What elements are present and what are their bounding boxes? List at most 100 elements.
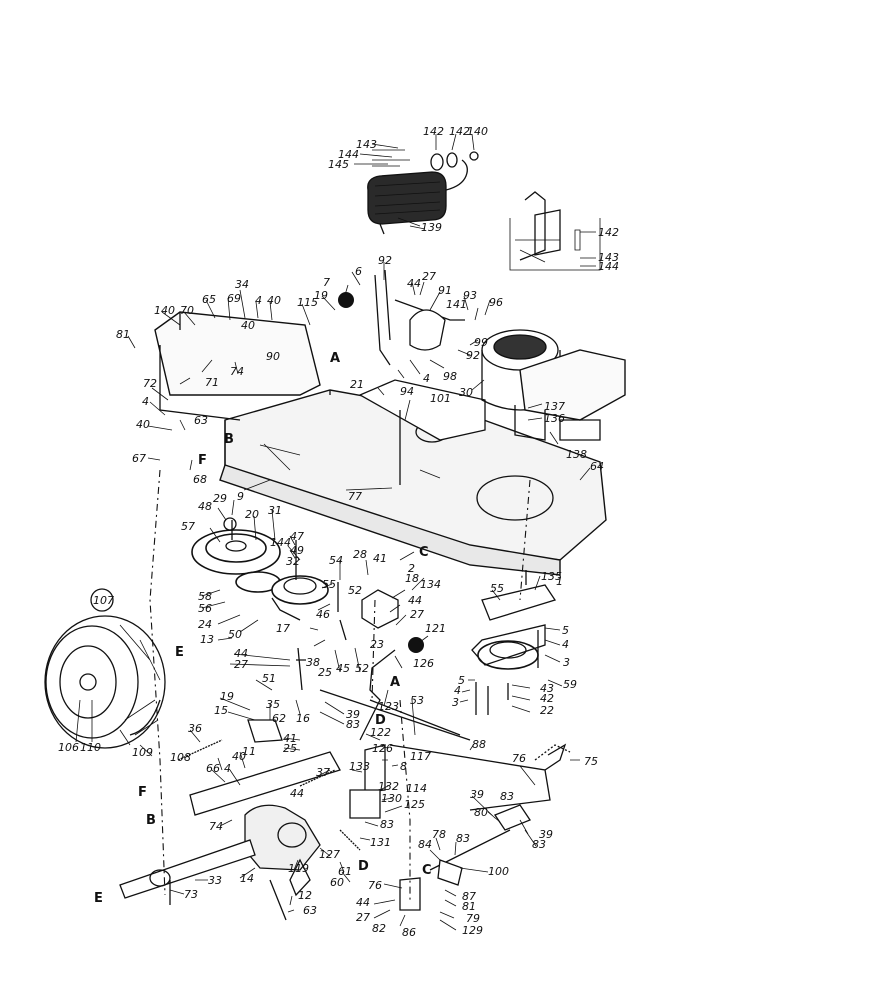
part-label: 94 xyxy=(400,385,414,398)
part-label: 4 xyxy=(255,294,262,307)
part-label: 83 xyxy=(346,718,360,731)
part-label: 27 xyxy=(422,270,436,283)
main-frame xyxy=(154,311,607,576)
part-label: 91 xyxy=(438,284,452,297)
inset-detail xyxy=(509,191,601,271)
part-label: 144 xyxy=(338,148,359,161)
part-label: 49 xyxy=(290,544,304,557)
part-label: 136 xyxy=(544,412,565,425)
part-label: 80 xyxy=(474,806,488,819)
part-label: 129 xyxy=(462,924,483,937)
part-label: 4 xyxy=(423,372,430,385)
part-label: 64 xyxy=(590,460,604,473)
part-label: 36 xyxy=(188,722,202,735)
part-label: 114 xyxy=(406,782,427,795)
ref-letter-a: A xyxy=(330,351,340,366)
part-label: 75 xyxy=(584,755,598,768)
part-label: 84 xyxy=(418,838,432,851)
part-label: 40 xyxy=(267,294,281,307)
part-label: 140 xyxy=(154,304,175,317)
part-label: 53 xyxy=(410,694,424,707)
part-label: 42 xyxy=(540,692,554,705)
part-label: 98 xyxy=(443,370,457,383)
part-label: 74 xyxy=(209,820,223,833)
part-label: 37 xyxy=(316,766,330,779)
part-label: 4 xyxy=(454,684,461,697)
part-label: 133 xyxy=(349,760,370,773)
ref-letter-d: D xyxy=(375,713,386,728)
part-label: 123 xyxy=(378,700,399,713)
rear-wheel xyxy=(44,588,166,749)
muffler-assembly xyxy=(367,149,479,235)
transaxle xyxy=(119,719,361,921)
part-label: 38 xyxy=(306,656,320,669)
part-label: 4 xyxy=(562,638,569,651)
part-label: 90 xyxy=(266,350,280,363)
part-label: 144 xyxy=(270,536,291,549)
part-label: 39 xyxy=(539,828,553,841)
part-label: 134 xyxy=(420,578,441,591)
part-label: 2 xyxy=(408,562,415,575)
part-label: 142 xyxy=(449,125,470,138)
part-label: 69 xyxy=(227,292,241,305)
part-label: 59 xyxy=(563,678,577,691)
part-label: 122 xyxy=(370,726,391,739)
part-label: 29 xyxy=(213,492,227,505)
part-label: 96 xyxy=(489,296,503,309)
part-label: 41 xyxy=(283,732,297,745)
part-label: 14 xyxy=(240,872,254,885)
part-label: 17 xyxy=(276,622,290,635)
ref-letter-f: F xyxy=(198,453,207,468)
part-label: 12 xyxy=(298,889,312,902)
part-label: 4 xyxy=(224,762,231,775)
part-label: 142 xyxy=(598,226,619,239)
right-bracket-pulley xyxy=(471,570,557,715)
part-label: 145 xyxy=(328,158,349,171)
part-label: 40 xyxy=(232,750,246,763)
part-label: 43 xyxy=(540,682,554,695)
part-label: 54 xyxy=(329,554,343,567)
part-label: 56 xyxy=(198,602,212,615)
part-label: 9 xyxy=(237,490,244,503)
ref-letter-e: E xyxy=(94,891,103,906)
part-label: 101 xyxy=(430,392,451,405)
part-label: 137 xyxy=(544,400,565,413)
part-label: 72 xyxy=(143,377,157,390)
part-label: 62 xyxy=(272,712,286,725)
part-label: 34 xyxy=(235,278,249,291)
ref-letter-b: B xyxy=(146,813,156,828)
part-label: 58 xyxy=(198,590,212,603)
part-label: 143 xyxy=(598,251,619,264)
part-label: 65 xyxy=(202,293,216,306)
part-label: 63 xyxy=(194,414,208,427)
part-label: 92 xyxy=(466,349,480,362)
part-label: 68 xyxy=(193,473,207,486)
part-number-labels: 143 144 145 142 142 140 139 142 143 144 … xyxy=(58,125,619,939)
part-label: 115 xyxy=(297,296,318,309)
part-label: 39 xyxy=(346,708,360,721)
part-label: 45 xyxy=(336,662,350,675)
part-label: 81 xyxy=(116,328,130,341)
ref-letter-d: D xyxy=(358,859,369,874)
part-label: 77 xyxy=(348,490,362,503)
part-label: 81 xyxy=(462,900,476,913)
part-label: 99 xyxy=(474,336,488,349)
leader-lines xyxy=(75,133,591,931)
part-label: 92 xyxy=(378,254,392,267)
ref-letter-e: E xyxy=(175,645,184,660)
part-label: 140 xyxy=(467,125,488,138)
part-label: 1 xyxy=(556,575,563,588)
steering-linkage-upper xyxy=(338,269,465,485)
part-label: 44 xyxy=(407,277,421,290)
part-label: 142 xyxy=(423,125,444,138)
part-label: 48 xyxy=(198,500,212,513)
part-label: 83 xyxy=(456,832,470,845)
engine xyxy=(481,329,626,441)
part-label: 40 xyxy=(241,319,255,332)
part-label: 57 xyxy=(181,520,195,533)
part-label: 19 xyxy=(220,690,234,703)
reference-lines xyxy=(149,469,531,900)
part-label: 28 xyxy=(353,548,367,561)
reference-letters: A A B B C C D D E E F F xyxy=(94,351,432,906)
part-label: 143 xyxy=(356,138,377,151)
